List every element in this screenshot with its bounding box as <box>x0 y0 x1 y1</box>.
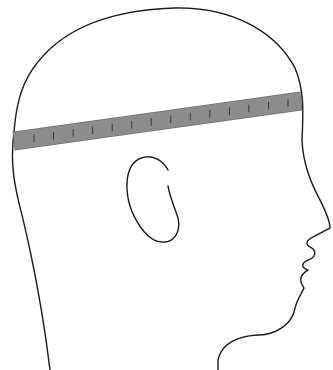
measuring-tape-band <box>13 92 302 150</box>
ear-outline <box>127 157 179 242</box>
head-outline <box>12 8 330 370</box>
